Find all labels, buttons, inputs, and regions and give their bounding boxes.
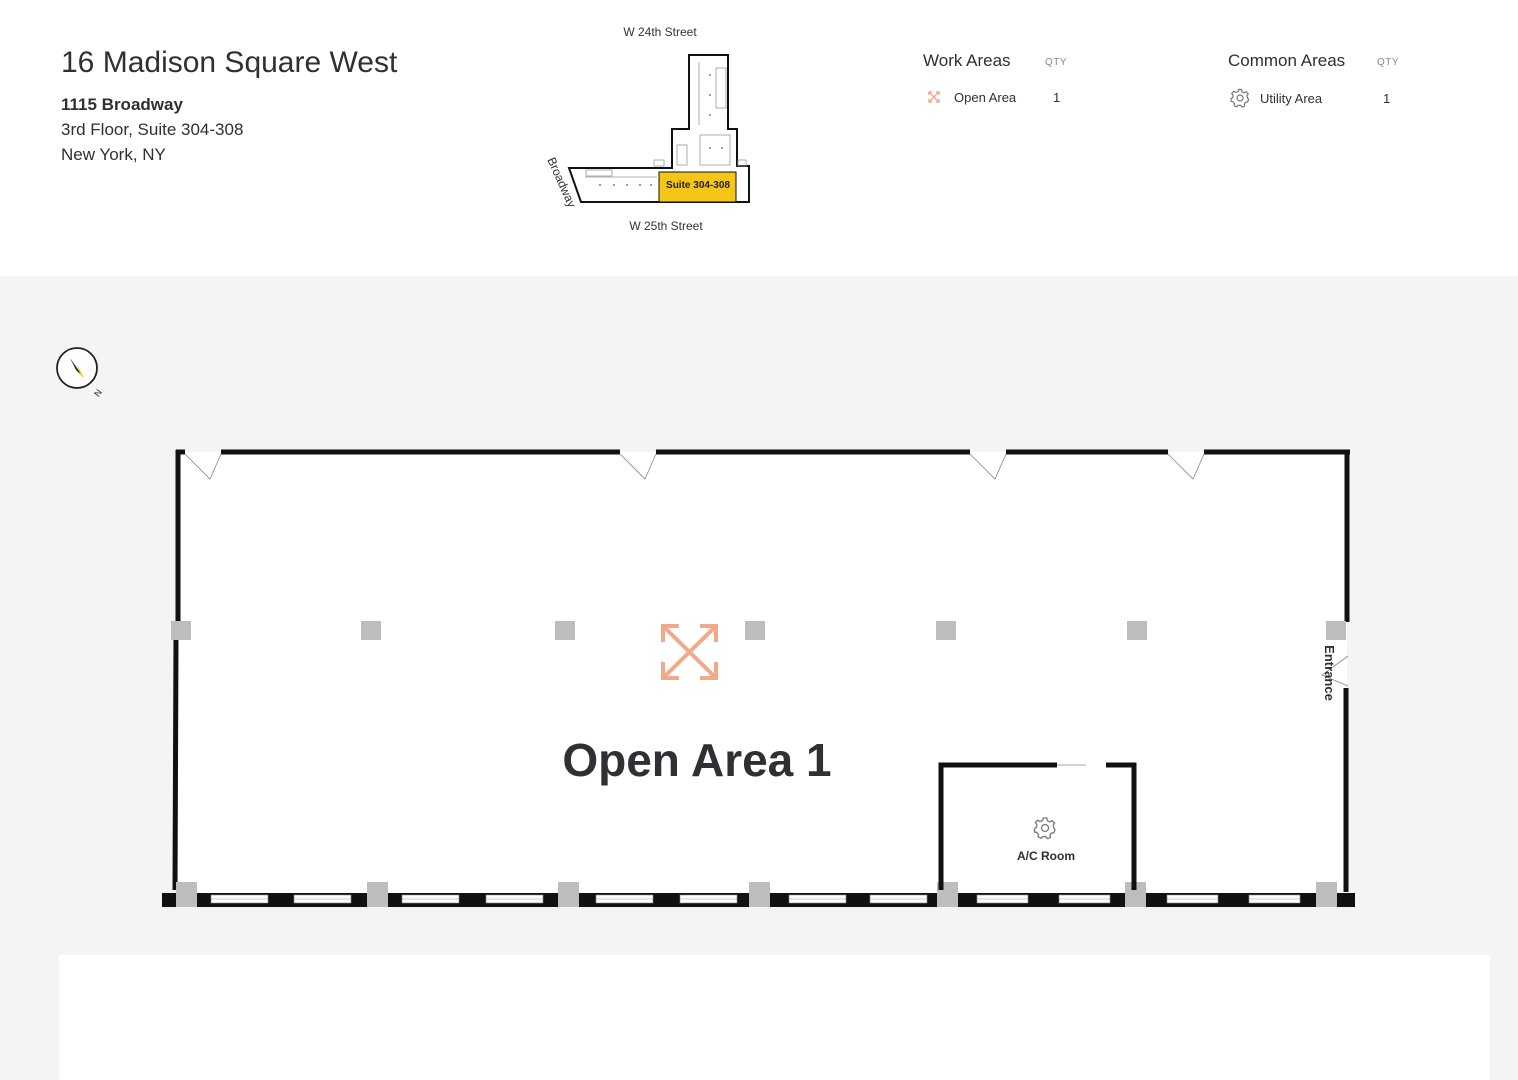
suite-label: Suite 304-308: [666, 180, 730, 191]
entrance-label: Entrance: [1322, 645, 1337, 701]
door-swings: [184, 453, 1349, 687]
expand-arrows-icon: [928, 91, 940, 103]
building-detail: [676, 144, 688, 166]
address-suite: 3rd Floor, Suite 304-308: [61, 120, 244, 139]
plan-floor: [177, 452, 1347, 898]
common-qty-heading: QTY: [1377, 57, 1400, 68]
ac-room-walls: [938, 762, 1137, 890]
building-detail: [653, 159, 665, 167]
building-detail: [715, 67, 727, 109]
columns: [171, 621, 1346, 640]
key-plan: W 24th Street W 25th Street Broadway Sui…: [544, 25, 750, 233]
ac-room-label: A/C Room: [1017, 849, 1075, 863]
legend-qty-utility-area: 1: [1383, 91, 1391, 106]
compass-icon: N: [56, 347, 104, 399]
bottom-columns: [176, 882, 1337, 907]
floor-plan: Open Area 1 A/C Room Entrance: [162, 449, 1355, 907]
gear-icon: [1230, 88, 1250, 108]
address-street: 1115 Broadway: [61, 95, 183, 114]
street-label-bottom: W 25th Street: [629, 219, 703, 233]
column-dots: [599, 74, 723, 186]
compass-north-label: N: [92, 387, 104, 398]
legend-item-open-area: Open Area: [954, 90, 1017, 105]
ac-room-gear-icon: [1033, 817, 1056, 840]
address-city: New York, NY: [61, 145, 166, 164]
legend-item-utility-area: Utility Area: [1260, 91, 1323, 106]
building-detail: [585, 169, 613, 177]
common-areas-heading: Common Areas: [1228, 51, 1346, 70]
building-detail: [699, 134, 731, 166]
building-title: 16 Madison Square West: [61, 46, 398, 79]
work-qty-heading: QTY: [1045, 57, 1068, 68]
suite-highlight: [658, 171, 737, 203]
bottom-panel: [59, 955, 1490, 1080]
street-label-top: W 24th Street: [623, 25, 697, 39]
open-area-icon: [661, 624, 718, 680]
work-areas-heading: Work Areas: [923, 51, 1011, 70]
plan-walls: [172, 449, 1350, 892]
legend-qty-open-area: 1: [1053, 90, 1061, 105]
open-area-label: Open Area 1: [562, 734, 831, 786]
building-detail: [737, 159, 747, 167]
header-panel: 16 Madison Square West 1115 Broadway 3rd…: [0, 0, 1518, 276]
